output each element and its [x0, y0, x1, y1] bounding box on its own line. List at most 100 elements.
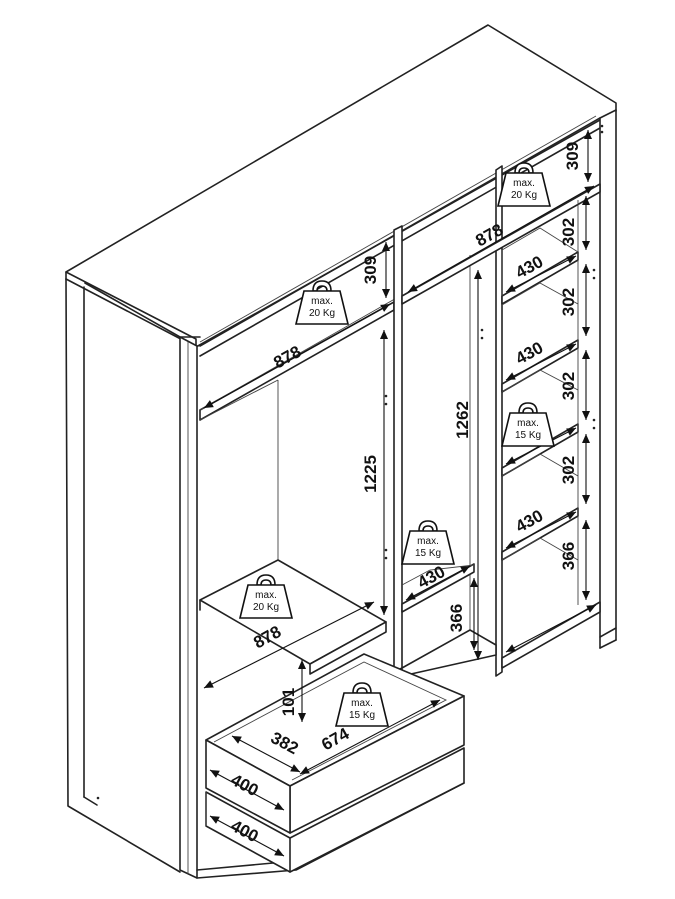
right-top-shelf — [401, 183, 601, 305]
weight-top-left-label-top: max. — [311, 296, 333, 307]
arrowhead — [274, 802, 284, 810]
arrowhead — [506, 456, 516, 464]
arrowhead — [584, 186, 594, 194]
pin-hole — [384, 402, 388, 406]
pin-hole — [480, 336, 484, 340]
arrowhead — [582, 520, 590, 529]
arrowhead — [460, 566, 470, 574]
weight-drawer-label-top: max. — [351, 698, 373, 709]
arrowhead — [566, 428, 576, 436]
arrowhead — [298, 660, 306, 669]
left-side-panel — [65, 278, 181, 873]
dimension-right-spacing-2: 302 — [559, 288, 578, 316]
arrowhead — [506, 372, 516, 380]
weight-left-shelf-label-bottom: 20 Kg — [253, 602, 279, 613]
middle-shelf — [401, 563, 475, 613]
arrowhead — [582, 591, 590, 600]
left-shelf — [199, 559, 387, 665]
left-front-post — [179, 336, 198, 879]
drawers — [205, 653, 465, 873]
arrowhead — [364, 602, 374, 610]
dimension-top-right-shelf-height: 309 — [563, 142, 582, 170]
arrowhead — [582, 327, 590, 336]
arrowhead — [470, 641, 478, 650]
arrowhead — [586, 605, 596, 613]
arrowhead — [582, 434, 590, 443]
dimension-right-spacing-3: 302 — [559, 372, 578, 400]
pin-hole — [384, 548, 388, 552]
arrowhead — [406, 592, 416, 600]
arrowhead — [232, 736, 242, 744]
dimension-right-bottom-height: 366 — [559, 542, 578, 570]
weight-middle-shelf-label-top: max. — [417, 536, 439, 547]
divider-left-middle — [393, 225, 403, 673]
arrowhead — [584, 173, 592, 182]
dimension-top-left-shelf-height: 309 — [361, 256, 380, 284]
dimension-drawer-gap: 101 — [279, 688, 298, 716]
arrowhead — [380, 330, 388, 339]
weight-middle-shelf-label-bottom: 15 Kg — [415, 548, 441, 559]
weight-top-right-icon: max.20 Kg — [496, 162, 552, 207]
dimension-left-hanging-height: 1225 — [361, 455, 380, 493]
arrowhead — [408, 284, 418, 292]
dimension-middle-bottom-height: 366 — [447, 604, 466, 632]
weight-top-left-icon: max.20 Kg — [294, 280, 350, 325]
arrowhead — [566, 256, 576, 264]
arrowhead — [474, 270, 482, 279]
arrowhead — [210, 770, 220, 778]
weight-left-shelf-label-top: max. — [255, 590, 277, 601]
pin-hole — [592, 426, 596, 430]
arrowhead — [298, 713, 306, 722]
weight-left-shelf-icon: max.20 Kg — [238, 574, 294, 619]
pin-hole — [592, 418, 596, 422]
arrowhead — [582, 241, 590, 250]
arrowhead — [506, 644, 516, 652]
arrowhead — [430, 700, 440, 708]
arrowhead — [566, 344, 576, 352]
weight-drawer-icon: max.15 Kg — [334, 682, 390, 727]
arrowhead — [584, 130, 592, 139]
arrowhead — [300, 766, 310, 774]
middle-floor — [401, 629, 497, 677]
weight-middle-shelf-icon: max.15 Kg — [400, 520, 456, 565]
shelf-pin-holes — [96, 124, 604, 800]
pin-hole — [384, 394, 388, 398]
arrowhead — [382, 242, 390, 251]
arrowhead — [290, 764, 300, 772]
pin-hole — [384, 556, 388, 560]
arrowhead — [582, 350, 590, 359]
right-side-panel — [599, 109, 617, 638]
dimension-right-spacing-4: 302 — [559, 456, 578, 484]
pin-hole — [96, 796, 100, 800]
weight-right-shelf-label-bottom: 15 Kg — [515, 430, 541, 441]
arrowhead — [474, 651, 482, 660]
right-floor — [501, 601, 601, 669]
arrowhead — [582, 264, 590, 273]
dimension-middle-height: 1262 — [453, 401, 472, 439]
wardrobe-carcass — [65, 24, 617, 879]
pin-hole — [592, 276, 596, 280]
weight-top-right-label-bottom: 20 Kg — [511, 190, 537, 201]
weight-drawer-label-bottom: 15 Kg — [349, 710, 375, 721]
arrowhead — [506, 284, 516, 292]
arrowhead — [380, 606, 388, 615]
pin-hole — [480, 328, 484, 332]
arrowhead — [210, 816, 220, 824]
divider-middle-right — [495, 165, 503, 677]
arrowhead — [582, 495, 590, 504]
weight-right-shelf-icon: max.15 Kg — [500, 402, 556, 447]
arrowhead — [204, 400, 214, 408]
weight-top-right-label-top: max. — [513, 178, 535, 189]
dimension-right-spacing-1: 302 — [559, 218, 578, 246]
arrowhead — [566, 512, 576, 520]
pin-hole — [600, 130, 604, 134]
weight-top-left-label-bottom: 20 Kg — [309, 308, 335, 319]
arrowhead — [582, 411, 590, 420]
arrowhead — [470, 578, 478, 587]
pin-hole — [600, 124, 604, 128]
pin-hole — [592, 268, 596, 272]
arrowhead — [506, 540, 516, 548]
